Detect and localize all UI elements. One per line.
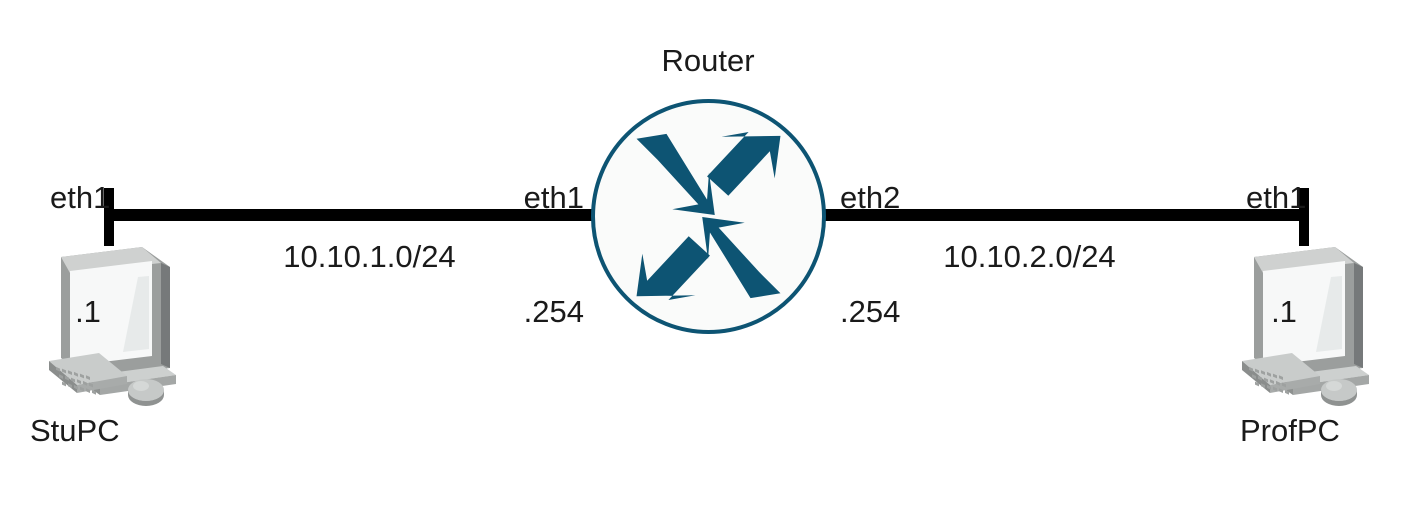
left-pc-icon — [45, 245, 195, 410]
router-left-interface-label: eth1 .254 — [440, 103, 584, 407]
right-pc-address: .1 — [1271, 294, 1297, 329]
right-subnet-label: 10.10.2.0/24 — [943, 239, 1116, 274]
left-pc-address: .1 — [75, 294, 101, 329]
right-pc-endpoint-tick — [1299, 188, 1309, 246]
router-right-interface-label: eth2 .254 — [840, 103, 1000, 407]
left-pc-endpoint-tick — [104, 188, 114, 246]
router-right-address: .254 — [840, 294, 901, 329]
router-arrows-icon — [636, 131, 781, 301]
right-pc-interface-name: eth1 — [1246, 180, 1307, 215]
link-right-cable — [816, 209, 1309, 221]
left-pc-interface-name: eth1 — [50, 180, 111, 215]
right-pc-icon — [1238, 245, 1388, 410]
router-left-address: .254 — [523, 294, 584, 329]
router-node — [591, 99, 826, 334]
router-left-interface-name: eth1 — [523, 180, 584, 215]
right-pc-interface-label: eth1 .1 — [1246, 103, 1376, 407]
right-pc-name-label: ProfPC — [1240, 413, 1340, 448]
router-title-label: Router — [661, 43, 755, 78]
left-pc-name-label: StuPC — [30, 413, 120, 448]
link-left-cable — [104, 209, 601, 221]
left-subnet-label: 10.10.1.0/24 — [283, 239, 456, 274]
left-pc-interface-label: eth1 .1 — [50, 103, 170, 407]
router-right-interface-name: eth2 — [840, 180, 901, 215]
